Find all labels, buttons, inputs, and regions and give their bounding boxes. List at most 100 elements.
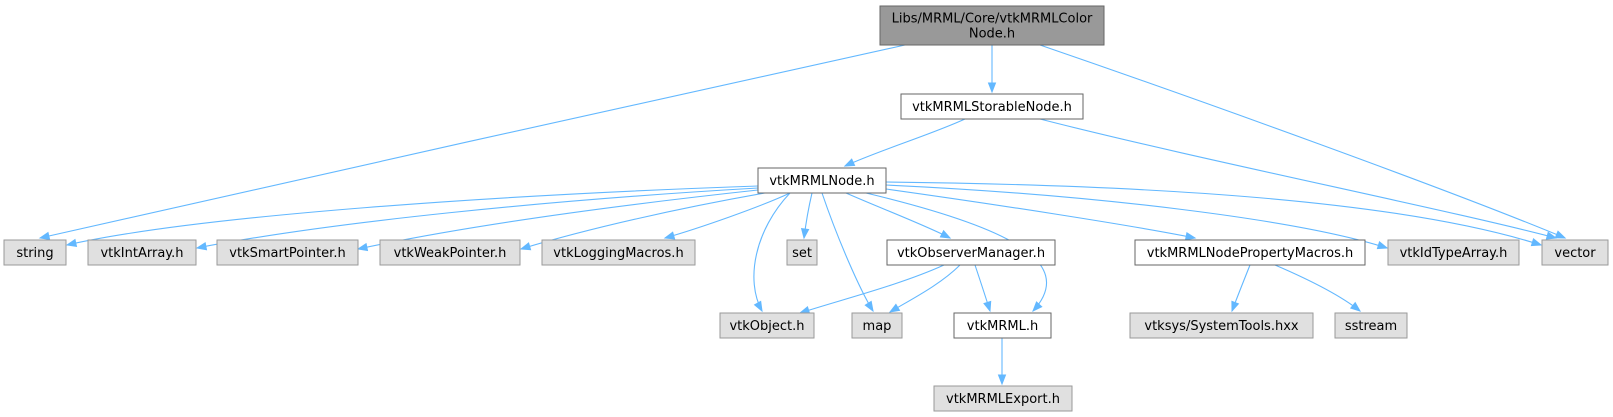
edge-line <box>885 188 1196 239</box>
node-logging: vtkLoggingMacros.h <box>541 239 696 266</box>
edge-line <box>799 264 945 314</box>
node-map: map <box>851 312 903 339</box>
edge-storable-to-vector <box>1039 118 1558 240</box>
edge-arrowhead <box>888 303 901 313</box>
node-box <box>953 312 1052 339</box>
node-box <box>87 239 197 266</box>
edge-root-to-string <box>38 44 906 241</box>
node-label: sstream <box>1345 319 1397 334</box>
node-box <box>879 5 1105 46</box>
node-box <box>757 167 887 194</box>
node-label: vtkMRMLStorableNode.h <box>912 100 1072 115</box>
edge-arrowhead <box>1032 301 1043 313</box>
node-observer[interactable]: vtkObserverManager.h <box>886 239 1056 266</box>
node-label: string <box>16 246 53 261</box>
edge-arrowhead <box>1554 230 1567 239</box>
edge-line <box>845 192 951 239</box>
edge-arrowhead <box>997 374 1007 386</box>
edge-line <box>889 264 961 313</box>
edge-root-to-vector <box>1039 44 1567 239</box>
edge-arrowhead <box>1231 300 1240 313</box>
edge-line <box>39 44 906 239</box>
node-label: vtkMRMLExport.h <box>946 392 1060 407</box>
node-label: vtksys/SystemTools.hxx <box>1144 319 1299 334</box>
node-storable[interactable]: vtkMRMLStorableNode.h <box>900 93 1084 120</box>
edge-arrowhead <box>519 242 532 251</box>
node-box <box>719 312 815 339</box>
node-box <box>1334 312 1408 339</box>
node-label: vtkObject.h <box>729 319 804 334</box>
node-box <box>3 239 67 266</box>
edge-mrmlnode-to-string <box>65 185 759 248</box>
node-propmacros[interactable]: vtkMRMLNodePropertyMacros.h <box>1134 239 1366 266</box>
node-box <box>216 239 359 266</box>
node-label: Node.h <box>969 27 1015 42</box>
edge-mrmlnode-to-propmacros <box>885 188 1197 241</box>
edge-mrmlnode-to-set <box>800 192 813 240</box>
node-label: vtkMRML.h <box>967 319 1038 334</box>
edge-line <box>664 192 791 239</box>
node-label: map <box>863 319 892 334</box>
node-mrmlnode[interactable]: vtkMRMLNode.h <box>757 167 887 194</box>
edge-line <box>196 187 759 249</box>
edge-mrmlnode-to-idtype <box>885 184 1389 250</box>
node-label: vtkMRMLNode.h <box>769 174 874 189</box>
node-string: string <box>3 239 67 266</box>
node-set: set <box>786 239 818 266</box>
edge-mrmlnode-to-object <box>753 192 791 313</box>
node-box <box>886 239 1056 266</box>
node-label: set <box>792 246 812 261</box>
node-box <box>933 385 1073 412</box>
node-weakptr: vtkWeakPointer.h <box>379 239 521 266</box>
node-label: Libs/MRML/Core/vtkMRMLColor <box>892 12 1093 27</box>
node-smartptr: vtkSmartPointer.h <box>216 239 359 266</box>
edge-mrmlnode-to-intarray <box>195 187 759 251</box>
edge-arrowhead <box>800 228 810 240</box>
edge-arrowhead <box>864 300 874 313</box>
edge-arrowhead <box>1349 301 1362 312</box>
node-systools: vtksys/SystemTools.hxx <box>1129 312 1314 339</box>
edge-line <box>753 192 791 312</box>
node-label: vtkMRMLNodePropertyMacros.h <box>1147 246 1353 261</box>
edge-arrowhead <box>983 300 992 313</box>
edge-arrowhead <box>65 238 78 248</box>
node-box <box>379 239 521 266</box>
node-label: vtkIntArray.h <box>100 246 183 261</box>
node-label: vtkSmartPointer.h <box>229 246 345 261</box>
edge-line <box>844 118 966 167</box>
edge-observer-to-mrml <box>974 264 992 313</box>
node-sstream: sstream <box>1334 312 1408 339</box>
node-label: vtkWeakPointer.h <box>394 246 507 261</box>
edge-mrmlnode-to-observer <box>845 192 952 239</box>
edge-storable-to-mrmlnode <box>843 118 966 167</box>
edge-arrowhead <box>38 231 51 241</box>
node-label: vtkObserverManager.h <box>897 246 1045 261</box>
node-export: vtkMRMLExport.h <box>933 385 1073 412</box>
edge-arrowhead <box>195 241 208 251</box>
node-box <box>541 239 696 266</box>
node-object: vtkObject.h <box>719 312 815 339</box>
edge-line <box>885 181 1542 246</box>
node-box <box>786 239 818 266</box>
node-vector: vector <box>1541 239 1609 266</box>
edge-root-to-storable <box>987 45 997 94</box>
edge-line <box>66 185 759 246</box>
edge-line <box>1039 118 1557 239</box>
edge-propmacros-to-sstream <box>1274 264 1362 312</box>
edge-arrowhead <box>356 242 369 252</box>
edge-arrowhead <box>663 231 676 240</box>
edge-mrml-to-export <box>997 337 1007 386</box>
edge-mrmlnode-to-logging <box>663 192 791 240</box>
node-intarray: vtkIntArray.h <box>87 239 197 266</box>
node-mrml[interactable]: vtkMRML.h <box>953 312 1052 339</box>
edge-line <box>1039 44 1566 239</box>
edge-line <box>885 184 1388 249</box>
edge-arrowhead <box>753 300 763 313</box>
node-label: vtkLoggingMacros.h <box>553 246 683 261</box>
edge-arrowhead <box>843 158 856 167</box>
edge-observer-to-map <box>888 264 961 313</box>
node-idtype: vtkIdTypeArray.h <box>1387 239 1520 266</box>
